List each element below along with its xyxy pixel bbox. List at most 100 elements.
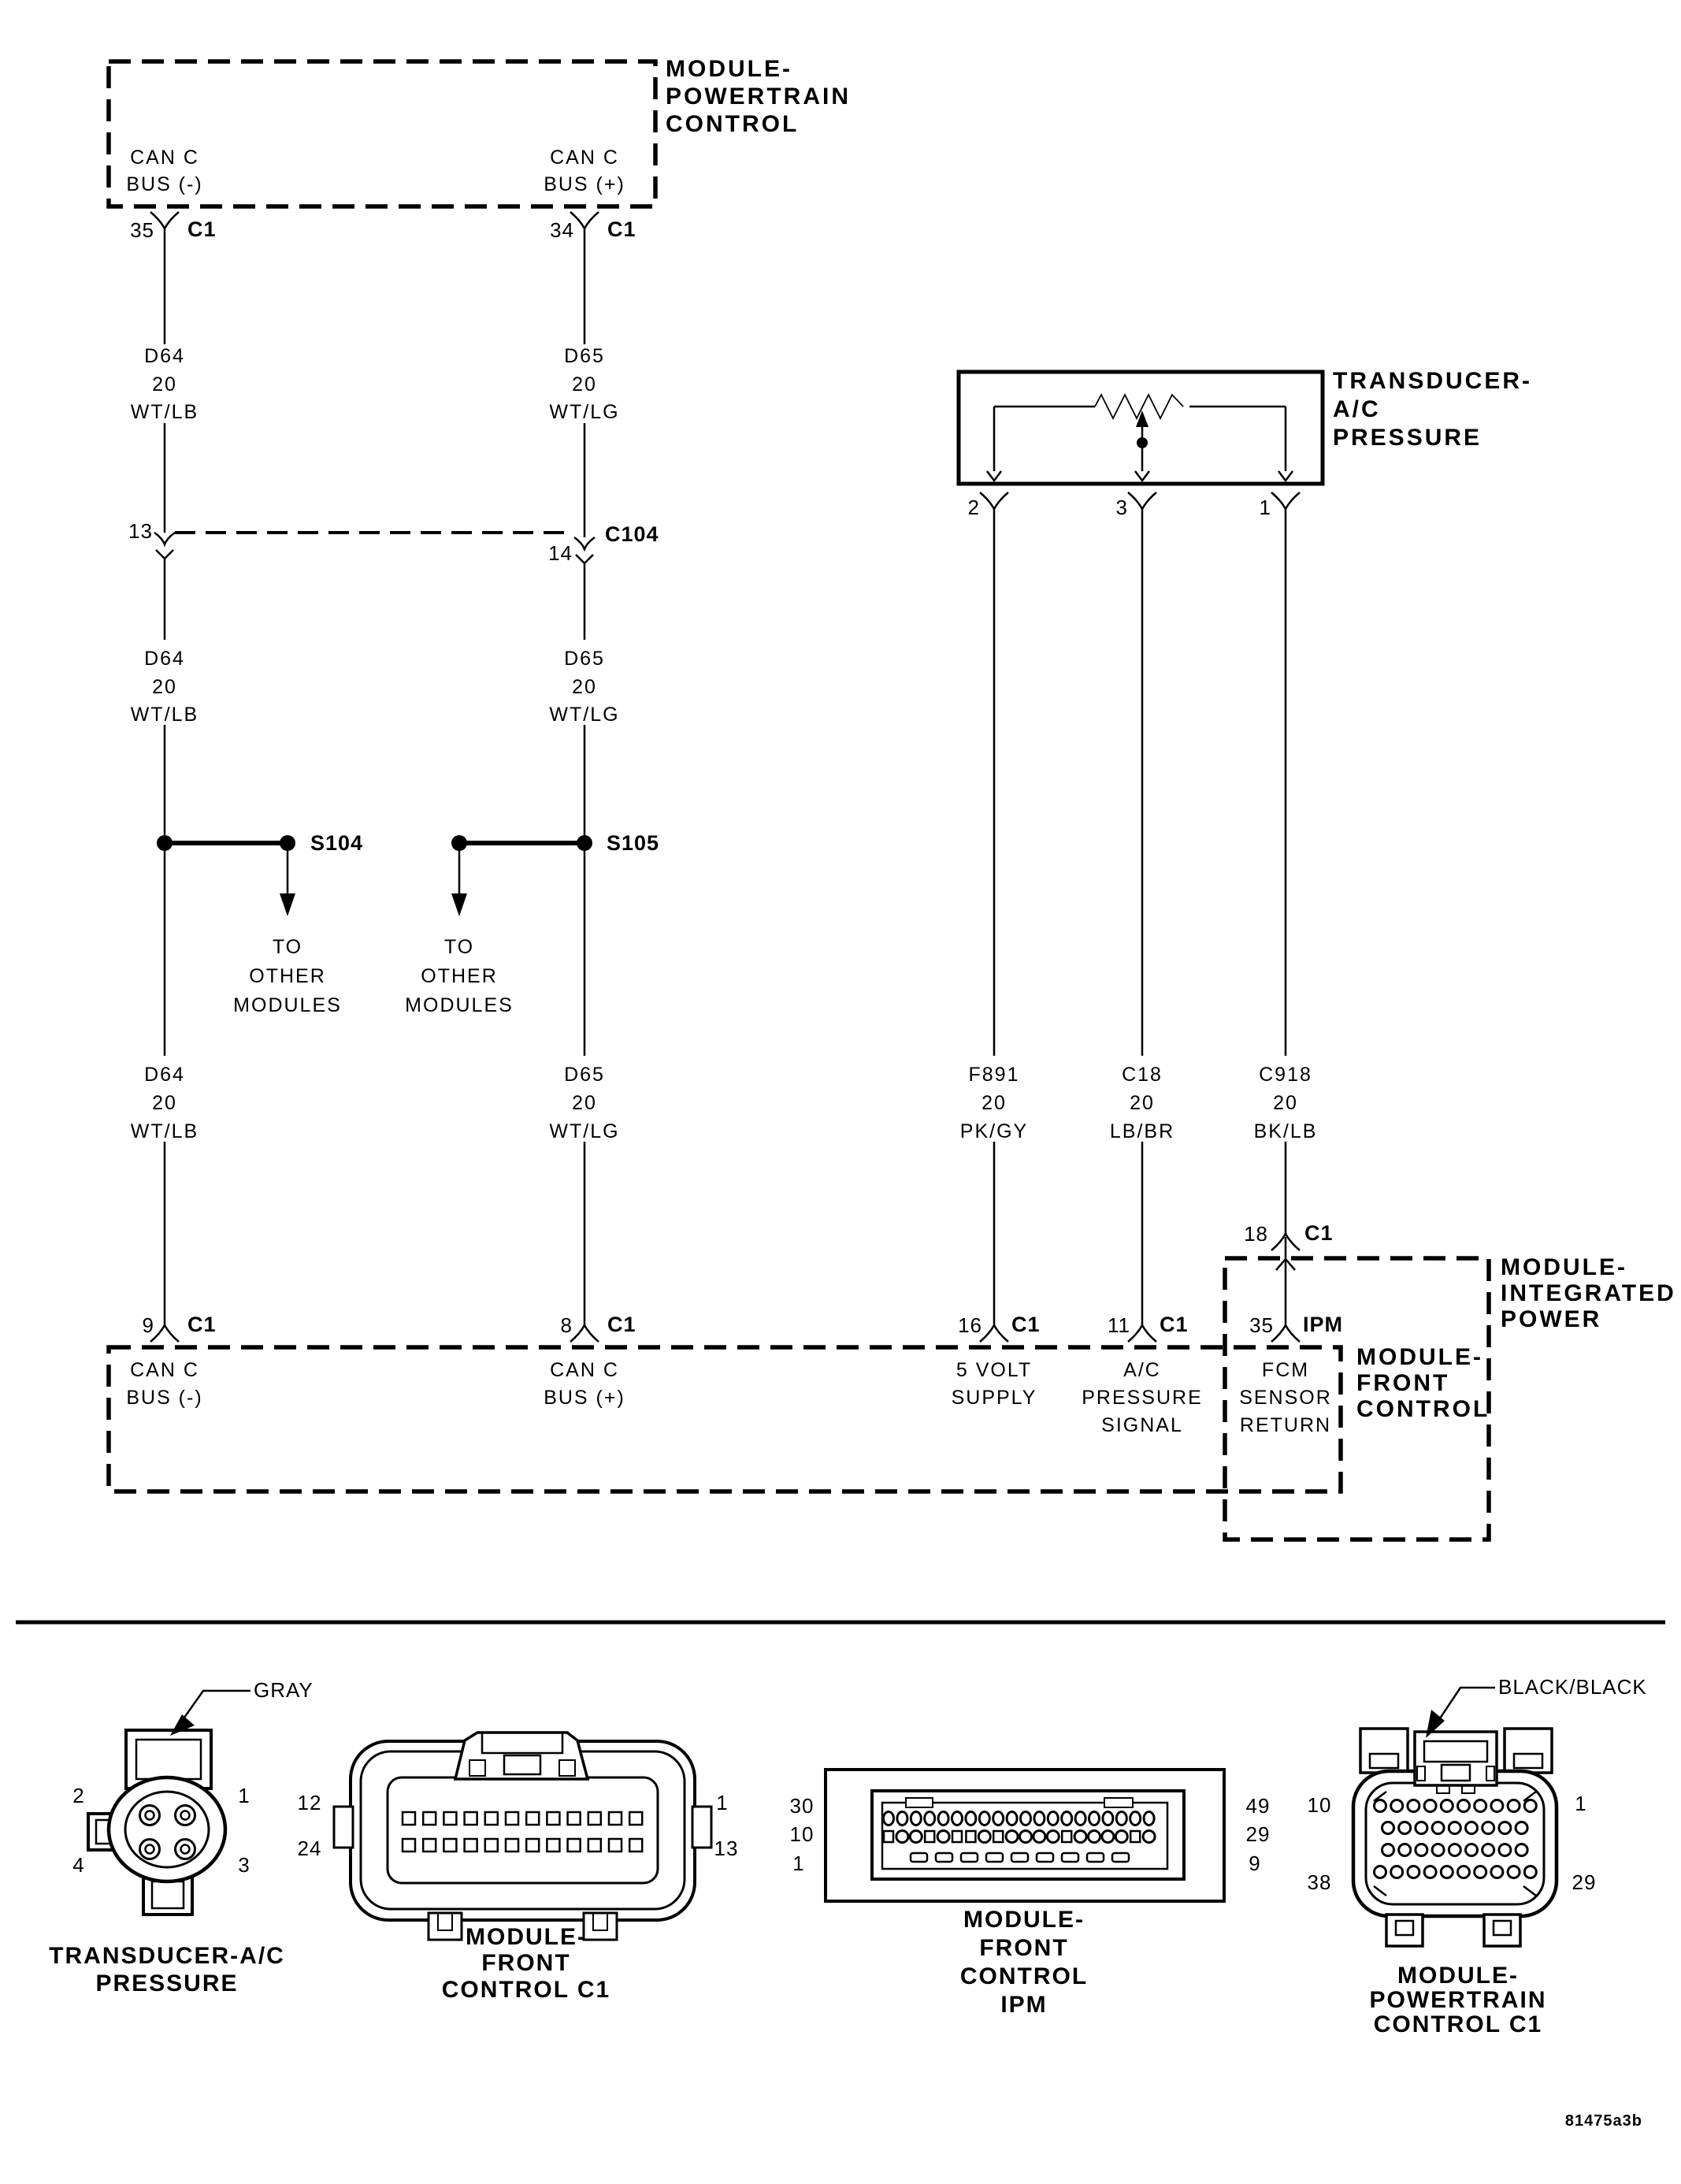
transducer-connector-drawing [87, 1689, 250, 1916]
arrow-down-icon [1134, 470, 1150, 483]
to-other-modules-label: OTHER [249, 965, 326, 987]
transducer-title: TRANSDUCER- [1333, 368, 1532, 394]
pin-number: 24 [297, 1837, 322, 1860]
to-other-modules-label: MODULES [233, 994, 342, 1016]
signal-label: BUS (-) [126, 1387, 203, 1409]
wire-id: D65 [564, 345, 605, 367]
latch [1413, 1730, 1498, 1787]
gray-leader-arrow-icon [170, 1714, 195, 1736]
connector-id: C1 [607, 1313, 636, 1336]
to-other-modules-label: TO [272, 936, 303, 958]
wire-id: D65 [564, 648, 605, 670]
connector-caption: TRANSDUCER-A/C [49, 1943, 285, 1969]
arrow-up-icon [1275, 1257, 1296, 1271]
pin-number: 1 [1259, 496, 1271, 519]
resistor-symbol [1094, 392, 1184, 421]
black-leader-arrow-icon [1426, 1710, 1445, 1738]
connector-id: C1 [607, 217, 636, 241]
connector-caption: MODULE- [466, 1924, 587, 1950]
wire-color: WT/LB [130, 401, 199, 423]
pin-number: 2 [72, 1784, 85, 1807]
arrow-down-icon [1278, 470, 1293, 483]
pin-number: 35 [130, 218, 154, 242]
signal-label: 5 VOLT [956, 1359, 1033, 1381]
connector-caption: POWERTRAIN [1369, 1987, 1547, 2013]
wire-gauge: 20 [982, 1092, 1007, 1114]
connector-color-label: GRAY [254, 1678, 314, 1702]
wire-gauge: 20 [1273, 1092, 1298, 1114]
connector-caption: PRESSURE [95, 1970, 239, 1996]
pin-number: 29 [1572, 1870, 1597, 1894]
connector-color-label: BLACK/BLACK [1498, 1675, 1647, 1699]
pin-number: 10 [1307, 1793, 1332, 1817]
integrated-power-title: MODULE- [1501, 1254, 1627, 1280]
front-control-ipm-connector-drawing [824, 1768, 1226, 1903]
wire-id: D65 [564, 1064, 605, 1086]
pin-number: 2 [967, 496, 980, 519]
pin-number: 9 [1249, 1852, 1261, 1875]
front-control-c1-connector-drawing [332, 1731, 713, 1941]
to-other-modules-label: OTHER [421, 965, 498, 987]
connector-caption: IPM [1000, 1992, 1048, 2018]
pin-number: 3 [1115, 496, 1128, 519]
wire-color: WT/LB [130, 704, 199, 726]
connector-id: C1 [1011, 1313, 1041, 1336]
integrated-power-title: INTEGRATED [1501, 1280, 1676, 1306]
transducer-box [956, 370, 1325, 486]
pin-number: 10 [789, 1822, 815, 1846]
connector-id: C1 [1160, 1313, 1189, 1336]
signal-label: CAN C [130, 147, 199, 169]
wire-color: LB/BR [1109, 1120, 1175, 1142]
connector-caption: MODULE- [1397, 1963, 1519, 1989]
connector-caption: FRONT [481, 1950, 571, 1976]
to-other-modules-label: TO [443, 936, 475, 958]
pin-number: 13 [128, 519, 153, 543]
connector-caption: CONTROL C1 [1373, 2011, 1543, 2037]
connector-caption: CONTROL C1 [441, 1977, 611, 2003]
diagram-code: 81475a3b [1564, 2112, 1642, 2130]
pin-number: 3 [238, 1853, 250, 1877]
wire-id: D64 [144, 648, 185, 670]
connector-id: C1 [187, 217, 217, 241]
splice-id: S105 [607, 831, 660, 855]
connector-id: C104 [605, 522, 659, 546]
pin-number: 1 [238, 1784, 250, 1807]
wiper-dot [1137, 437, 1148, 448]
pin-number: 1 [716, 1791, 729, 1814]
wire-color: WT/LB [130, 1120, 199, 1142]
splice-s105 [451, 835, 592, 916]
wire-gauge: 20 [152, 373, 177, 396]
pin-grid [1373, 1799, 1538, 1879]
signal-label: SIGNAL [1101, 1414, 1183, 1436]
pin-number: 35 [1249, 1313, 1274, 1337]
black-leader-line [1431, 1686, 1495, 1731]
arrow-down-icon [986, 470, 1002, 483]
pin-number: 4 [72, 1853, 85, 1877]
pin-number: 49 [1245, 1794, 1271, 1818]
front-control-title: FRONT [1356, 1370, 1450, 1396]
front-control-title: MODULE- [1356, 1344, 1483, 1370]
wire-color: WT/LG [549, 704, 620, 726]
pin-number: 18 [1244, 1222, 1268, 1246]
signal-label: BUS (+) [544, 173, 625, 195]
powertrain-module-title: MODULE- [666, 56, 792, 82]
pin-number: 13 [714, 1837, 739, 1860]
connector-id: C1 [187, 1313, 217, 1336]
pin-number: 38 [1307, 1870, 1332, 1894]
pin-number: 1 [792, 1852, 805, 1875]
pin-number: 11 [1108, 1313, 1130, 1337]
connector-id: IPM [1303, 1313, 1344, 1336]
connector-c104-symbol [154, 531, 596, 565]
pin-fork-down-icons [150, 1231, 1301, 1343]
powertrain-c1-connector-drawing [1351, 1686, 1559, 1948]
splice-id: S104 [310, 831, 364, 855]
connector-id: C1 [1304, 1221, 1334, 1245]
wire-gauge: 20 [152, 1092, 177, 1114]
signal-label: SUPPLY [951, 1387, 1037, 1409]
signal-label: BUS (-) [126, 173, 203, 195]
signal-label: A/C [1123, 1359, 1161, 1381]
wire-id: C18 [1122, 1064, 1163, 1086]
wire-id: C918 [1259, 1064, 1312, 1086]
